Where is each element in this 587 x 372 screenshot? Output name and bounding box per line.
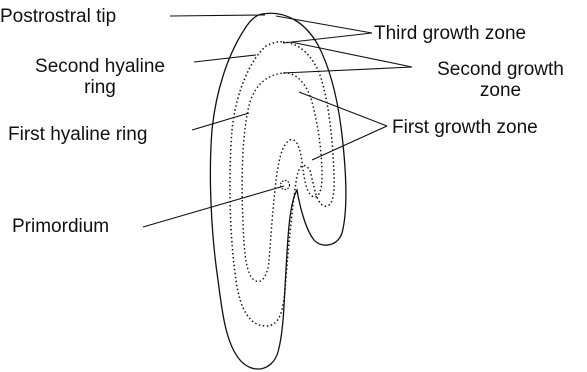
- leader-first-hyaline-ring: [192, 113, 249, 130]
- leader-postrostral-tip: [170, 15, 265, 16]
- leader-second-growth-zone-b: [283, 67, 412, 73]
- label-second-hyaline-ring-line1: Second hyaline: [8, 56, 192, 77]
- label-first-hyaline-ring: First hyaline ring: [8, 124, 147, 145]
- third-growth-zone-ring: [230, 42, 334, 326]
- label-third-growth-zone: Third growth zone: [374, 23, 526, 44]
- second-growth-zone-ring: [242, 73, 322, 282]
- leader-primordium: [143, 186, 284, 227]
- leader-first-growth-zone-a: [299, 92, 387, 126]
- leader-second-growth-zone-a: [291, 42, 412, 67]
- label-second-growth-zone-line1: Second growth: [414, 59, 587, 80]
- label-second-growth-zone-line2: zone: [414, 80, 587, 101]
- primordium-dot: [281, 181, 290, 190]
- label-second-hyaline-ring-line2: ring: [8, 77, 192, 98]
- leader-third-growth-zone-b: [283, 33, 372, 43]
- leader-lines: [143, 15, 412, 227]
- label-first-growth-zone: First growth zone: [392, 117, 538, 138]
- leader-third-growth-zone-a: [276, 16, 372, 33]
- otolith-outline: [210, 13, 345, 369]
- leader-second-hyaline-ring: [194, 55, 256, 62]
- label-second-growth-zone: Second growth zone: [414, 59, 587, 101]
- leader-first-growth-zone-b: [312, 126, 387, 160]
- label-second-hyaline-ring: Second hyaline ring: [8, 56, 192, 98]
- label-postrostral-tip: Postrostral tip: [0, 6, 116, 27]
- label-primordium: Primordium: [12, 216, 109, 237]
